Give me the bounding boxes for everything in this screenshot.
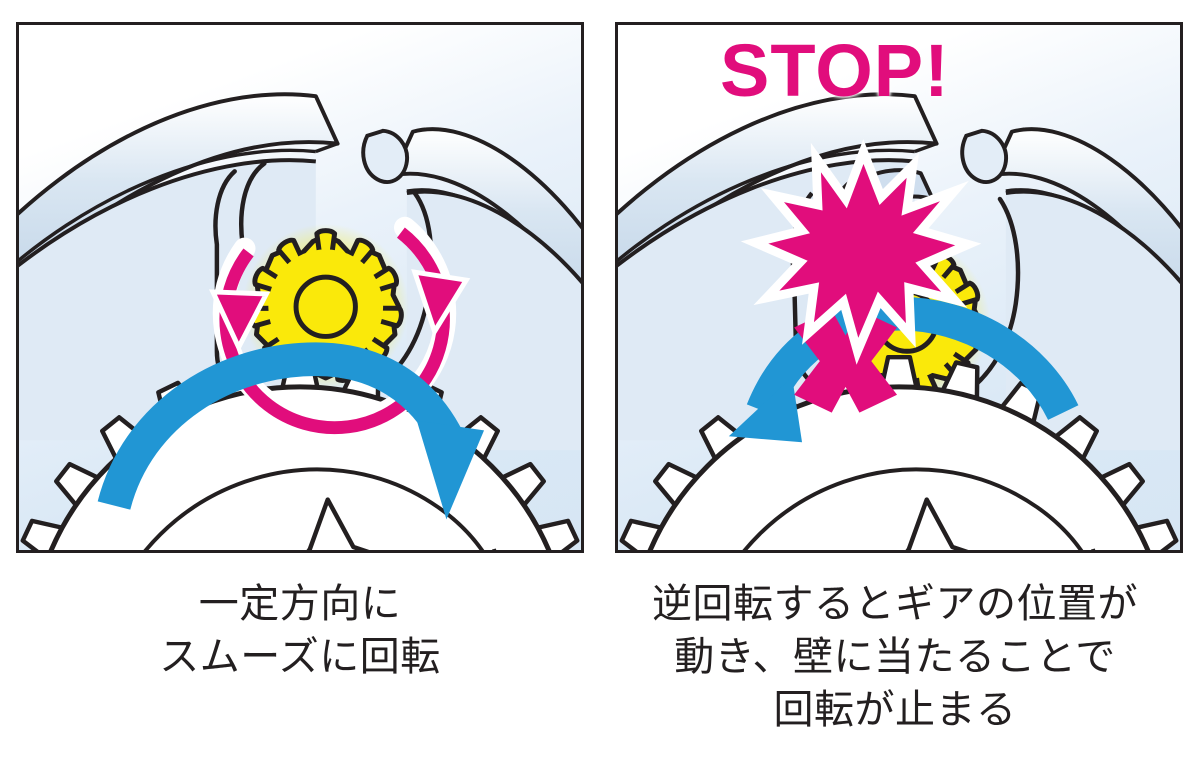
blue-arc-arrow-clockwise: [97, 342, 485, 520]
pink-circular-arrow: [208, 216, 471, 435]
impact-burst: [740, 139, 982, 365]
pink-arrowhead-upper: [411, 269, 471, 338]
pink-arrowhead-lower: [208, 289, 271, 353]
blocked-rotation-panel: [615, 22, 1183, 553]
stop-label: STOP!: [720, 29, 950, 112]
housing-body-right: [406, 189, 581, 451]
smooth-rotation-panel: [16, 22, 584, 553]
left-panel-artwork: [19, 92, 581, 550]
blue-arrowhead-left: [728, 376, 803, 443]
blue-arrowhead-right: [416, 420, 485, 520]
right-panel-artwork: [618, 92, 1180, 550]
caption-left: 一定方向に スムーズに回転: [159, 582, 441, 679]
pivot-nub: [960, 128, 1008, 184]
caption-right: 逆回転するとギアの位置が 動き、壁に当たることで 回転が止まる: [652, 582, 1138, 732]
cross-mark-x: [794, 309, 898, 413]
pivot-nub: [361, 128, 409, 184]
